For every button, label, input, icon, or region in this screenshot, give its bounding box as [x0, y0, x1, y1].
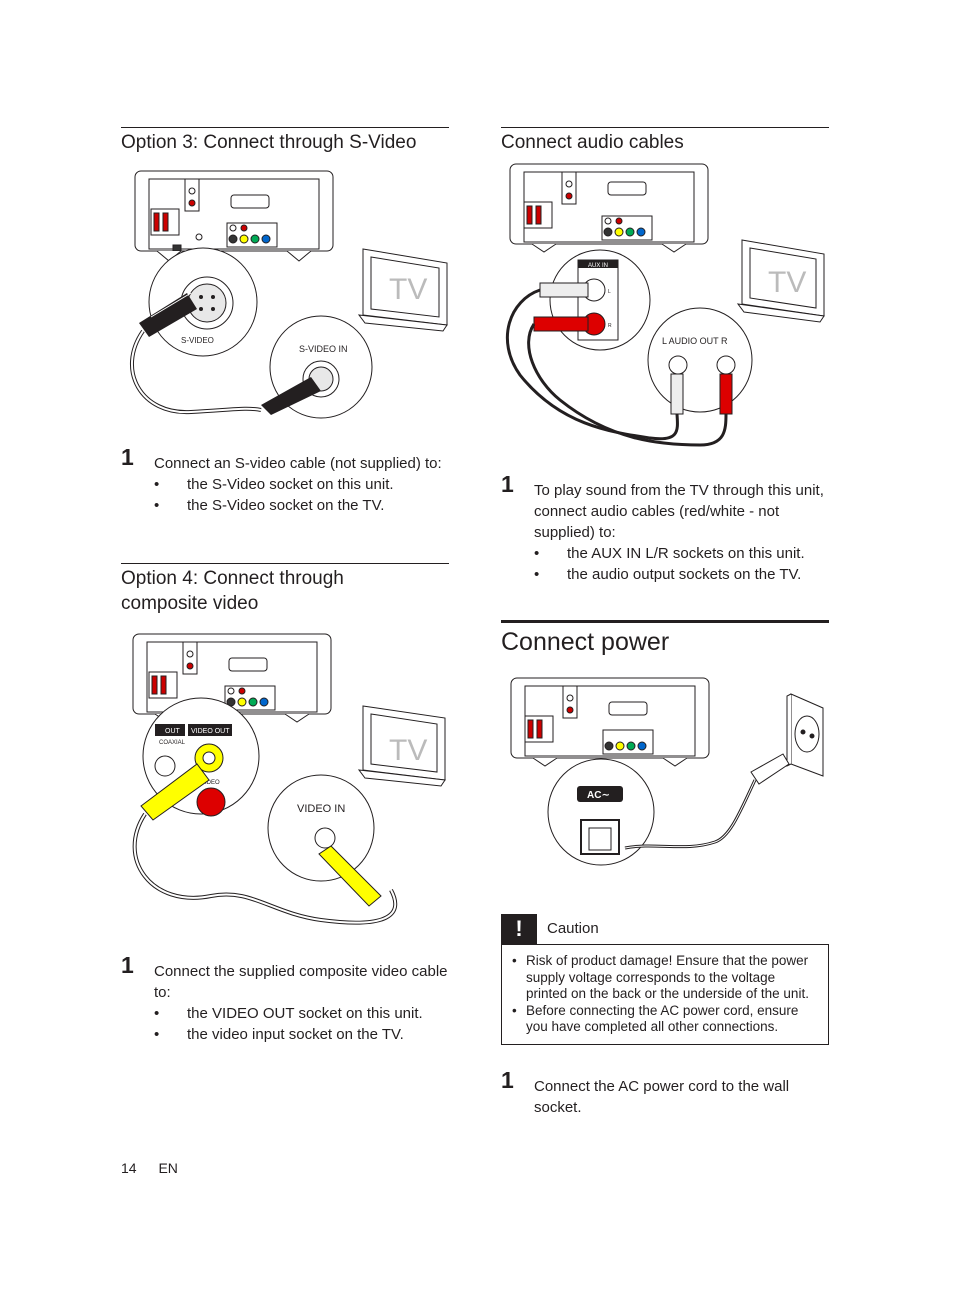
svg-text:OUT: OUT: [165, 728, 181, 735]
caution-item: Risk of product damage! Ensure that the …: [512, 953, 818, 1003]
power-figure: AC∼: [510, 677, 824, 866]
step-number: 1: [121, 952, 134, 978]
tv-monitor: TV: [357, 248, 448, 332]
svg-text:AC∼: AC∼: [587, 790, 610, 801]
svideo-section-title: Option 3: Connect through S-Video: [121, 132, 417, 153]
svg-text:VIDEO OUT: VIDEO OUT: [191, 728, 230, 735]
bullet-item: the AUX IN L/R sockets on this unit.: [534, 543, 830, 564]
page-number: 14: [121, 1160, 137, 1176]
svg-text:TV: TV: [768, 266, 806, 299]
step-number: 1: [121, 444, 134, 470]
page-footer: 14 EN: [121, 1160, 178, 1176]
language-code: EN: [158, 1160, 178, 1176]
svg-text:VIDEO: VIDEO: [201, 780, 220, 786]
composite-figure: OUT VIDEO OUT COAXIAL VIDEO TV VIDEO IN: [132, 633, 446, 925]
power-section-rule: [501, 620, 829, 623]
unit-rear-panel: [510, 677, 710, 767]
step-text: Connect an S-video cable (not supplied) …: [154, 455, 442, 472]
tv-monitor: TV: [736, 239, 825, 323]
step-number: 1: [501, 471, 514, 497]
composite-section-rule: [121, 563, 449, 564]
wall-socket-icon: [786, 693, 824, 777]
audio-section-title: Connect audio cables: [501, 132, 684, 153]
bullet-item: the S-Video socket on the TV.: [154, 495, 449, 516]
svg-text:L AUDIO OUT R: L AUDIO OUT R: [662, 336, 728, 346]
caution-label: Caution: [547, 920, 599, 937]
bullet-item: the audio output sockets on the TV.: [534, 564, 830, 585]
power-section-title: Connect power: [501, 628, 670, 656]
step-text: Connect the AC power cord to the wall so…: [534, 1078, 790, 1116]
svideo-figure: S-VIDEO TV S-VIDEO IN: [130, 170, 448, 419]
step-text: To play sound from the TV through this u…: [534, 482, 824, 541]
svg-text:VIDEO IN: VIDEO IN: [297, 803, 345, 815]
svg-text:S-VIDEO: S-VIDEO: [181, 336, 214, 345]
step-text: Connect the supplied composite video cab…: [154, 963, 448, 1001]
audio-section-rule: [501, 127, 829, 128]
bullet-item: the S-Video socket on this unit.: [154, 474, 449, 495]
caution-box: ! Caution Risk of product damage! Ensure…: [501, 914, 829, 1045]
svideo-section-rule: [121, 127, 449, 128]
unit-rear-panel: [134, 170, 334, 262]
unit-rear-panel: [132, 633, 332, 723]
audio-figure: AUX IN L R TV L AUDIO OUT R: [505, 163, 825, 447]
svg-text:TV: TV: [389, 273, 427, 306]
step-number: 1: [501, 1067, 514, 1093]
tv-monitor: TV: [357, 705, 446, 787]
svg-text:AUX IN: AUX IN: [588, 263, 608, 269]
svg-text:S-VIDEO IN: S-VIDEO IN: [299, 344, 348, 354]
svg-text:COAXIAL: COAXIAL: [159, 740, 186, 746]
unit-rear-panel: [509, 163, 709, 253]
bullet-item: the video input socket on the TV.: [154, 1024, 449, 1045]
svg-text:L: L: [608, 289, 611, 295]
bullet-item: the VIDEO OUT socket on this unit.: [154, 1003, 449, 1024]
svg-text:R: R: [608, 323, 612, 329]
caution-item: Before connecting the AC power cord, ens…: [512, 1003, 818, 1036]
exclamation-icon: !: [501, 914, 537, 944]
svg-text:TV: TV: [389, 734, 427, 767]
